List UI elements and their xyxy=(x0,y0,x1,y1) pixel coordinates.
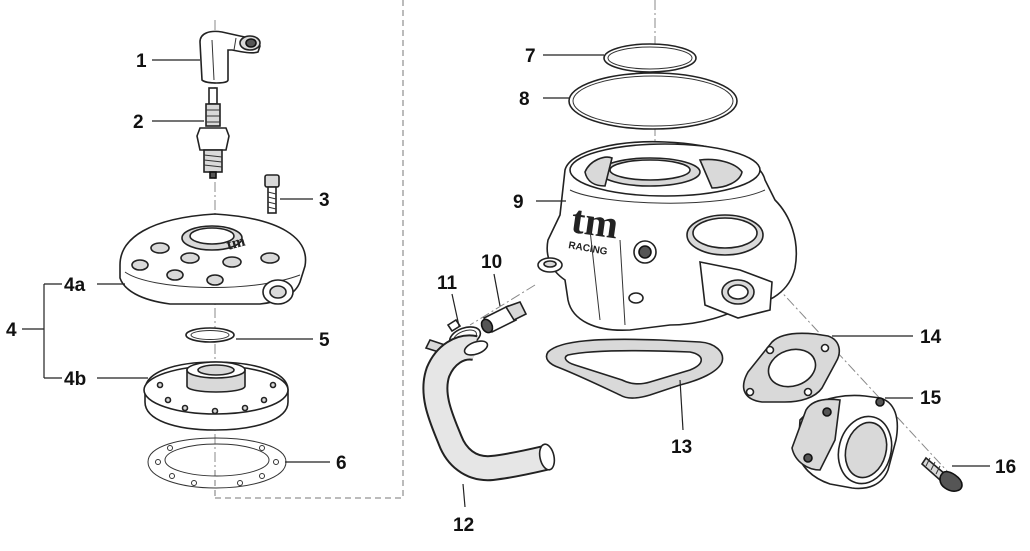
callout-14: 14 xyxy=(920,327,942,348)
intake-manifold xyxy=(791,394,899,490)
callout-8: 8 xyxy=(519,89,530,110)
coolant-hose xyxy=(422,334,556,482)
cylinder: tm RACING xyxy=(537,140,798,331)
head-screw xyxy=(264,174,280,214)
callout-16: 16 xyxy=(995,457,1016,478)
callout-labels: 1 2 3 4 4a 4b 5 6 7 8 9 10 11 12 13 14 1… xyxy=(6,46,1016,536)
callout-3: 3 xyxy=(319,190,330,211)
callout-1: 1 xyxy=(136,51,147,72)
head-gasket xyxy=(147,437,287,489)
water-fitting xyxy=(480,301,528,334)
callout-10: 10 xyxy=(481,252,502,273)
callout-12: 12 xyxy=(453,515,474,536)
callout-6: 6 xyxy=(336,453,347,474)
cylinder-head-cover: tm xyxy=(119,213,307,305)
callout-15: 15 xyxy=(920,388,942,409)
callout-4b: 4b xyxy=(64,369,86,390)
head-o-ring xyxy=(185,327,235,343)
spark-plug-cap xyxy=(199,30,261,84)
callout-2: 2 xyxy=(133,112,144,133)
callout-7: 7 xyxy=(525,46,536,67)
intake-flange-gasket xyxy=(742,332,841,403)
manifold-bolt xyxy=(920,456,963,492)
cylinder-head-insert xyxy=(143,361,289,431)
head-cover-logo: tm xyxy=(225,232,248,253)
base-gasket xyxy=(545,338,724,399)
cylinder-ring-small xyxy=(603,43,697,73)
spark-plug xyxy=(196,87,230,179)
callout-13: 13 xyxy=(671,437,692,458)
callout-9: 9 xyxy=(513,192,524,213)
callout-11: 11 xyxy=(437,273,458,294)
callout-5: 5 xyxy=(319,330,330,351)
callout-4a: 4a xyxy=(64,275,86,296)
callout-4: 4 xyxy=(6,320,17,341)
cylinder-ring-large xyxy=(568,72,738,130)
cylinder-logo: tm xyxy=(569,196,621,247)
leader-lines xyxy=(22,54,990,508)
